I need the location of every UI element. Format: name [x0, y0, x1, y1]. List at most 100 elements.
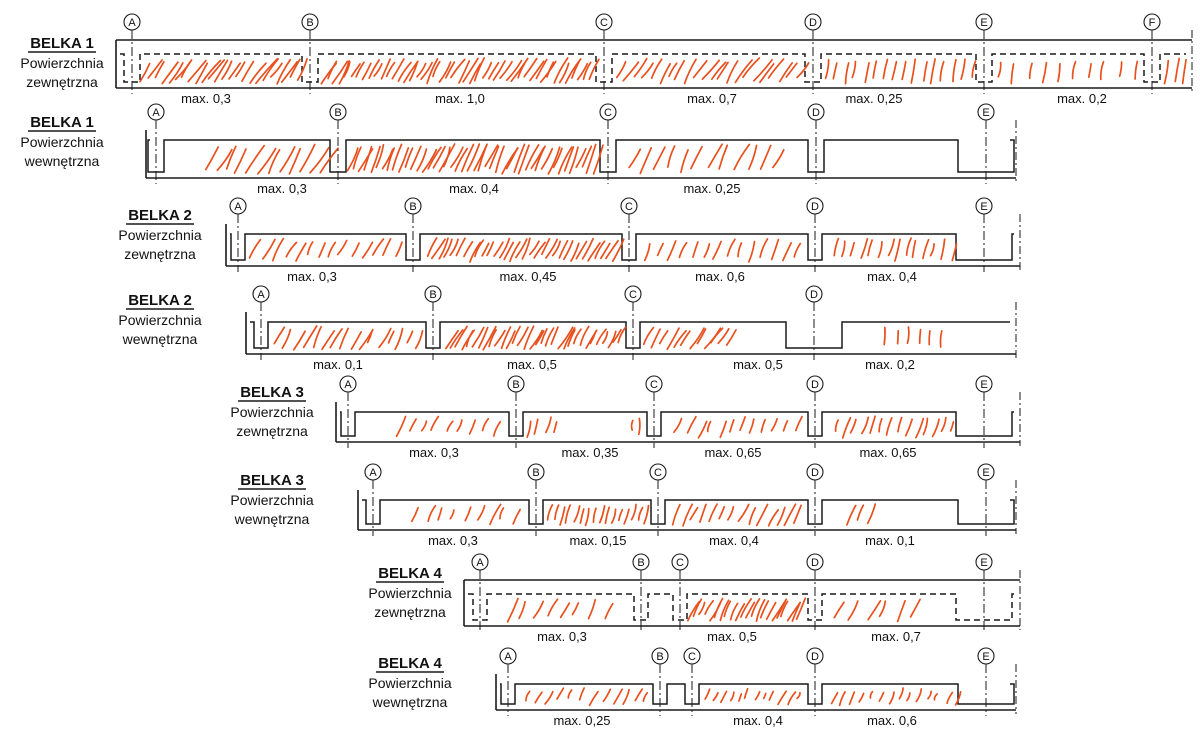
crack-line: [872, 60, 878, 79]
crack-line: [438, 61, 452, 83]
crack-width-label: max. 0,1: [313, 357, 363, 372]
crack-line: [726, 238, 736, 257]
crack-line: [940, 238, 946, 260]
crack-line: [719, 420, 728, 439]
crack-line: [446, 420, 454, 432]
crack-line: [851, 60, 857, 79]
crack-line: [748, 418, 755, 434]
crack-line: [350, 63, 361, 78]
crack-line: [1181, 58, 1187, 85]
crack-line: [918, 328, 922, 345]
crack-line: [598, 505, 606, 524]
crack-line: [891, 60, 898, 81]
crack-line: [524, 144, 540, 171]
crack-line: [544, 327, 555, 347]
crack-line: [847, 600, 859, 621]
crack-line: [692, 598, 703, 618]
crack-line: [416, 148, 428, 172]
crack-line: [867, 599, 882, 621]
axis-E: E: [975, 375, 993, 448]
crack-line: [466, 143, 481, 172]
crack-line: [489, 503, 502, 526]
crack-line: [607, 330, 617, 349]
crack-line: [553, 421, 558, 434]
axis-label: C: [600, 17, 608, 29]
crack-line: [708, 503, 718, 523]
axis-label: D: [811, 557, 819, 569]
crack-line: [678, 241, 688, 259]
crack-line: [391, 143, 403, 171]
axis-label: A: [234, 201, 242, 213]
axis-B: B: [404, 197, 422, 272]
axis-label: A: [128, 17, 136, 29]
crack-line: [547, 598, 559, 617]
crack-line: [394, 327, 404, 351]
crack-line: [366, 329, 373, 344]
crack-line: [582, 61, 592, 81]
crack-line: [523, 325, 535, 350]
crack-line: [387, 330, 395, 344]
axis-E: E: [977, 463, 995, 536]
crack-line: [380, 58, 391, 80]
crack-line: [269, 62, 283, 78]
crack-line: [528, 240, 540, 256]
crack-line: [630, 419, 634, 431]
crack-line: [754, 690, 761, 701]
crack-width-label: max. 0,4: [733, 713, 783, 728]
crack-line: [718, 144, 729, 170]
crack-line: [500, 326, 512, 350]
crack-line: [701, 59, 721, 80]
beam-title: BELKA 4: [378, 655, 442, 672]
crack-line: [704, 599, 715, 615]
axis-E: E: [975, 197, 993, 272]
crack-line: [449, 329, 464, 349]
crack-line: [168, 61, 184, 84]
crack-line: [391, 58, 405, 80]
crack-line: [1041, 61, 1048, 84]
axis-C: C: [595, 13, 613, 94]
axis-label: E: [980, 557, 987, 569]
axis-label: A: [504, 651, 512, 663]
crack-line: [534, 330, 545, 346]
crack-line: [699, 503, 707, 523]
crack-line: [832, 62, 838, 80]
crack-line: [906, 326, 910, 345]
crack-line: [833, 237, 840, 257]
crack-line: [147, 59, 163, 79]
crack-line: [659, 62, 672, 85]
crack-line: [894, 238, 901, 262]
crack-line: [458, 60, 471, 84]
crack-line: [707, 143, 723, 169]
crack-line: [331, 60, 349, 85]
crack-line: [737, 503, 750, 522]
crack-width-label: max. 0,3: [409, 445, 459, 460]
crack-line: [201, 59, 222, 84]
crack-line: [755, 503, 769, 527]
axis-B: B: [507, 375, 525, 448]
crack-line: [848, 691, 856, 706]
crack-line: [456, 419, 463, 432]
axis-D: D: [806, 553, 824, 632]
crack-line: [589, 330, 597, 345]
crack-line: [622, 61, 640, 82]
crack-line: [1028, 62, 1033, 80]
beam-title: BELKA 2: [128, 207, 192, 224]
crack-line: [910, 58, 917, 84]
crack-line: [576, 62, 589, 81]
axis-label: D: [811, 379, 819, 391]
crack-line: [473, 57, 486, 82]
crack-line: [430, 415, 440, 432]
axis-B: B: [632, 553, 650, 632]
crack-line: [409, 418, 417, 432]
axis-label: B: [512, 379, 519, 391]
axis-D: D: [807, 103, 825, 184]
crack-line: [378, 327, 392, 349]
crack-line: [450, 58, 466, 79]
crack-line: [679, 330, 691, 347]
surface-label: wewnętrzna: [372, 694, 448, 710]
crack-line: [361, 62, 372, 81]
crack-line: [686, 415, 697, 434]
crack-line: [713, 597, 724, 619]
